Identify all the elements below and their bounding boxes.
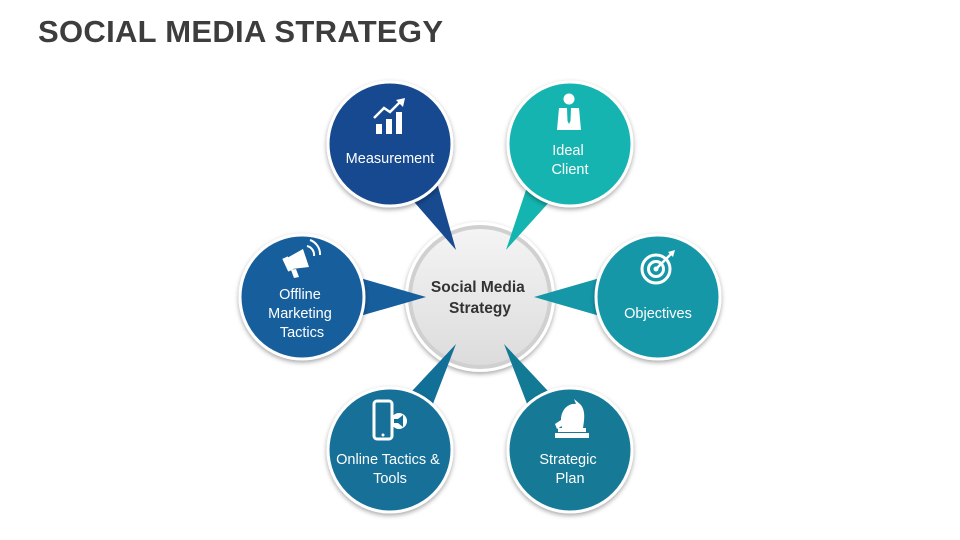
measurement-circle [326, 80, 454, 208]
growth-chart-icon [373, 98, 405, 134]
svg-text:Objectives: Objectives [624, 306, 692, 322]
center-label-line-2: Strategy [449, 300, 511, 317]
mobile-megaphone-icon [372, 399, 407, 441]
businessman-icon [557, 93, 581, 130]
svg-text:Social Media Strategy: Social Media Strategy [431, 279, 529, 317]
strategic-plan-circle [506, 386, 634, 514]
chess-knight-icon [555, 399, 589, 438]
offline-tactics-label-line-3: Tactics [280, 325, 324, 341]
megaphone-icon [282, 239, 321, 278]
svg-text:Online Tactics & Tools: Online Tactics & Tools [336, 452, 444, 487]
strategic-plan-label-line-1: Strategic [539, 452, 596, 468]
node-ideal-client: Ideal Client [506, 80, 634, 250]
node-objectives: Objectives [534, 233, 722, 361]
offline-tactics-label-line-2: Marketing [268, 306, 332, 322]
target-icon [640, 250, 675, 285]
measurement-label: Measurement [346, 151, 435, 167]
offline-tactics-circle [238, 233, 366, 361]
node-strategic-plan: Strategic Plan [504, 344, 634, 514]
center-node: Social Media Strategy [405, 222, 555, 372]
objectives-label: Objectives [624, 306, 692, 322]
objectives-circle [594, 233, 722, 361]
node-measurement: Measurement [326, 80, 456, 250]
slide-title: SOCIAL MEDIA STRATEGY [38, 14, 444, 49]
offline-tactics-arrow [360, 278, 426, 316]
svg-text:Strategic Plan: Strategic Plan [539, 452, 600, 487]
ideal-client-label-line-2: Client [551, 162, 588, 178]
online-tactics-label-line-2: Tools [373, 471, 407, 487]
node-online-tactics: Online Tactics & Tools [326, 344, 456, 514]
center-label-line-1: Social Media [431, 279, 525, 296]
online-tactics-label-line-1: Online Tactics & [336, 452, 440, 468]
objectives-arrow [534, 278, 600, 316]
ideal-client-circle [506, 80, 634, 208]
online-tactics-circle [326, 386, 454, 514]
strategic-plan-label-line-2: Plan [555, 471, 584, 487]
svg-text:Measurement: Measurement [346, 151, 435, 167]
svg-text:Ideal Client: Ideal Client [551, 143, 588, 178]
node-offline-tactics: Offline Marketing Tactics [238, 233, 426, 361]
ideal-client-label-line-1: Ideal [552, 143, 583, 159]
svg-text:Offline Marketing: Offline Marketing Tactics [268, 287, 336, 341]
offline-tactics-label-line-1: Offline [279, 287, 321, 303]
